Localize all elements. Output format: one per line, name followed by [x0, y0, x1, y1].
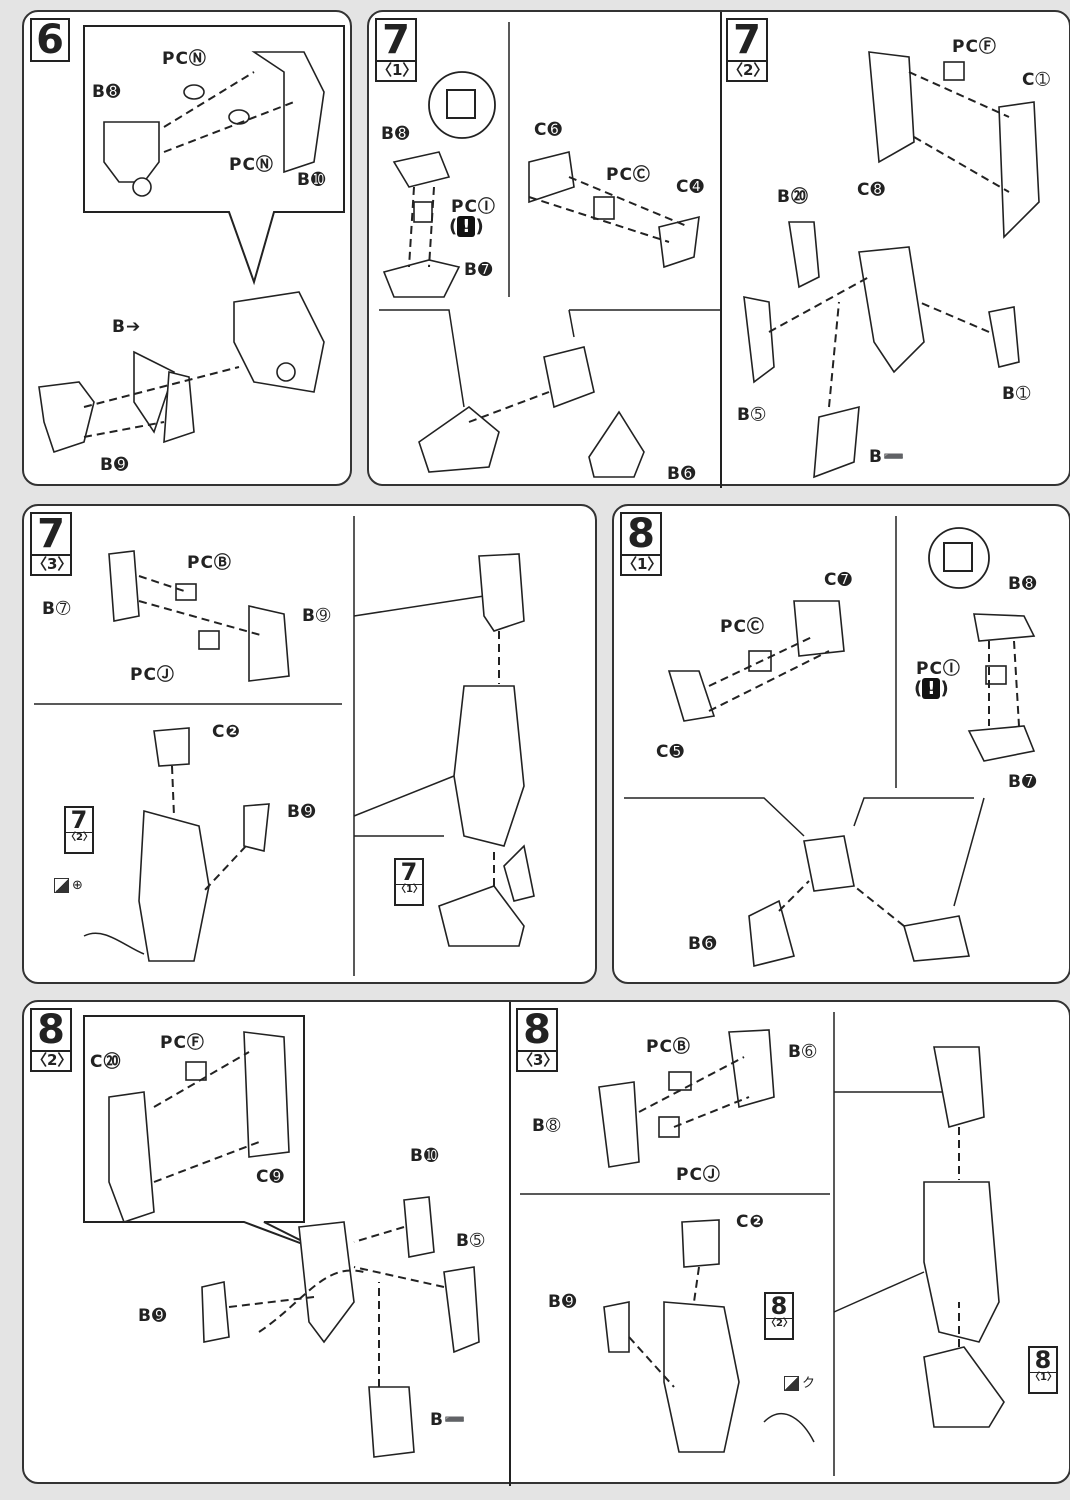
part-label-b25: B➒ — [100, 455, 130, 475]
part-label-b18: B➑ — [1008, 574, 1038, 594]
part-label-b9: B➈ — [302, 606, 332, 626]
panel-step-8-1: 8 〈1〉 C➐ PCⒸ C➎ B➑ PCⒾ (!) B➐ B➏ — [612, 504, 1070, 984]
step-substep: 〈1〉 — [622, 554, 663, 573]
ref-number: 7 — [70, 806, 88, 834]
step-number-7-2: 7 〈2〉 — [726, 18, 768, 82]
part-label-b19: B➒ — [287, 802, 317, 822]
part-label-b16: B➏ — [667, 464, 697, 484]
part-label-pcc: PCⒸ — [606, 165, 651, 185]
ref-step-7-1: 7 〈1〉 — [394, 858, 424, 906]
part-label-b17: B➐ — [1008, 772, 1038, 792]
step-number: 7 — [382, 17, 410, 63]
nipper-icon — [54, 878, 69, 893]
part-label-b19: B➒ — [548, 1292, 578, 1312]
step-substep: 〈3〉 — [32, 554, 73, 573]
part-label-b8: B➇ — [532, 1116, 562, 1136]
part-label-c15: C➎ — [656, 742, 685, 762]
step-7-1-2-diagram — [379, 12, 1040, 488]
warning-mark: (!) — [449, 216, 484, 237]
step-number-8-3: 8 〈3〉 — [516, 1008, 558, 1072]
warning-icon: ! — [922, 678, 941, 699]
part-label-pcf: PCⒻ — [160, 1033, 205, 1053]
panel-step-6: 6 PCⓃ B➑ PCⓃ B➓ B➔ B➒ — [22, 10, 352, 486]
ref-number: 7 — [400, 858, 418, 886]
step-substep: 〈3〉 — [518, 1050, 559, 1069]
part-label-pcb: PCⒷ — [187, 553, 232, 573]
ref-step-8-1: 8 〈1〉 — [1028, 1346, 1058, 1394]
part-label-c20: C⑳ — [90, 1052, 122, 1072]
ref-number: 8 — [1034, 1346, 1052, 1374]
part-label-pcn-upper: PCⓃ — [162, 49, 207, 69]
step-number-8-2: 8 〈2〉 — [30, 1008, 72, 1072]
part-label-c24: C➑ — [857, 180, 886, 200]
tool-mark-symbol: ⊕ — [72, 878, 83, 893]
part-label-b7: B➆ — [42, 599, 72, 619]
part-label-c2: C❷ — [212, 722, 241, 742]
tool-mark-symbol: ク — [802, 1376, 816, 1391]
part-label-c16: C➏ — [534, 120, 563, 140]
panel-step-7-1-2: 7 〈1〉 7 〈2〉 B➑ PCⒾ (!) B➐ C➏ PCⒸ C➍ B➏ P… — [367, 10, 1070, 488]
ref-number: 8 — [770, 1292, 788, 1320]
part-label-pcn-lower: PCⓃ — [229, 155, 274, 175]
step-number: 7 — [37, 511, 65, 557]
step-number-8-1: 8 〈1〉 — [620, 512, 662, 576]
part-label-b23: B➒ — [138, 1306, 168, 1326]
step-number: 8 — [627, 511, 655, 557]
part-label-c2: C❷ — [736, 1212, 765, 1232]
part-label-b17: B➐ — [464, 260, 494, 280]
part-label-b5: B➄ — [737, 405, 767, 425]
part-label-pcb: PCⒷ — [646, 1037, 691, 1057]
tool-mark-cut: ⊕ — [54, 878, 83, 893]
part-label-c17: C➐ — [824, 570, 853, 590]
ref-step-7-2: 7 〈2〉 — [64, 806, 94, 854]
step-7-3-diagram — [34, 516, 535, 976]
panel-step-8-2-3: 8 〈2〉 8 〈3〉 PCⒻ C⑳ C➒ B➓ B➄ B➒ B➖ PCⒷ B➅… — [22, 1000, 1070, 1486]
warning-mark: (!) — [914, 678, 949, 699]
step-number: 7 — [733, 17, 761, 63]
part-label-pcj: PCⒿ — [130, 665, 175, 685]
part-label-pci: PCⒾ — [451, 197, 496, 217]
step-number: 8 — [37, 1007, 65, 1053]
step-number: 8 — [523, 1007, 551, 1053]
part-label-b29: B➖ — [430, 1410, 467, 1430]
part-label-pcj: PCⒿ — [676, 1165, 721, 1185]
part-label-pci: PCⒾ — [916, 659, 961, 679]
part-label-c21: C➀ — [1022, 70, 1051, 90]
ref-substep: 〈1〉 — [1030, 1372, 1057, 1383]
part-label-b5: B➄ — [456, 1231, 486, 1251]
step-number-7-3: 7 〈3〉 — [30, 512, 72, 576]
step-8-2-3-diagram — [83, 1002, 1005, 1486]
part-label-b6: B➅ — [788, 1042, 818, 1062]
step-8-1-diagram — [624, 516, 1036, 968]
part-label-b29: B➖ — [869, 447, 906, 467]
panel-step-7-3: 7 〈3〉 PCⒷ B➆ B➈ PCⒿ C❷ B➒ 7 〈2〉 ⊕ 7 〈1〉 — [22, 504, 597, 984]
step-substep: 〈1〉 — [377, 60, 418, 79]
part-label-b27: B➔ — [112, 317, 142, 337]
part-label-b18: B➑ — [381, 124, 411, 144]
nipper-icon — [784, 1376, 799, 1391]
step-number-7-1: 7 〈1〉 — [375, 18, 417, 82]
step-number-6: 6 — [30, 18, 70, 62]
part-label-b24: B➑ — [92, 82, 122, 102]
step-substep: 〈2〉 — [728, 60, 769, 79]
ref-step-8-2: 8 〈2〉 — [764, 1292, 794, 1340]
part-label-pcf: PCⒻ — [952, 37, 997, 57]
part-label-b16: B➏ — [688, 934, 718, 954]
tool-mark-cut: ク — [784, 1372, 815, 1391]
part-label-pcc: PCⒸ — [720, 617, 765, 637]
step-6-diagram — [38, 25, 345, 454]
step-substep: 〈2〉 — [32, 1050, 73, 1069]
ref-substep: 〈2〉 — [766, 1318, 793, 1329]
step-number: 6 — [36, 17, 64, 63]
ref-substep: 〈1〉 — [396, 884, 423, 895]
warning-icon: ! — [457, 216, 476, 237]
part-label-b26: B➓ — [297, 170, 327, 190]
ref-substep: 〈2〉 — [66, 832, 93, 843]
part-label-b22: B➓ — [410, 1146, 440, 1166]
part-label-c23: C➒ — [256, 1167, 285, 1187]
part-label-c14: C➍ — [676, 177, 705, 197]
part-label-b20: B⑳ — [777, 187, 809, 207]
part-label-b21: B➀ — [1002, 384, 1032, 404]
